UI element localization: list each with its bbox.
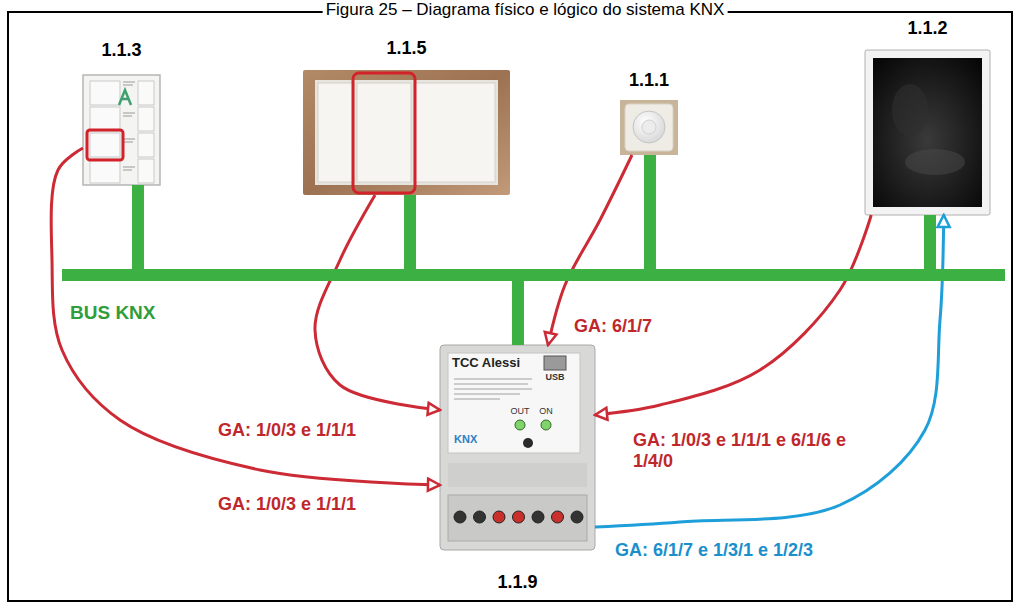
status-led: [515, 420, 525, 430]
text-slot: 1.1.9: [497, 572, 537, 593]
group-address-label: GA: 1/0/3 e 1/1/1 e 6/1/6 e 1/4/0: [630, 430, 866, 471]
device-marking: KNX: [454, 433, 477, 446]
terminal: [493, 511, 505, 523]
bus-drop: [404, 195, 416, 269]
actuator-body: [440, 345, 595, 550]
group-address-label: GA: 6/1/7: [571, 316, 655, 337]
text-slot: TCC Alessi: [452, 356, 520, 371]
bus-drop: [644, 155, 656, 269]
terminal: [552, 511, 564, 523]
text-slot: 1.1.3: [101, 40, 141, 61]
bus-drop: [512, 281, 524, 345]
text-slot: 1.1.5: [386, 38, 426, 59]
motion-sensor-device: 1.1.1: [620, 100, 678, 155]
keypad-button: [90, 133, 120, 157]
group-address-label: GA: 1/0/3 e 1/1/1: [215, 420, 359, 441]
text-slot: USB: [545, 372, 564, 382]
screen-reflection: [905, 149, 965, 175]
bus-drop: [132, 185, 144, 269]
terminal: [474, 511, 486, 523]
title-slot: Figura 25 – Diagrama físico e lógico do …: [323, 0, 728, 20]
device-marking: USB: [545, 372, 564, 382]
device-address: 1.1.3: [101, 40, 141, 61]
device-address: BUS KNX: [70, 302, 156, 324]
keypad-button: [138, 81, 154, 105]
screen-reflection: [892, 84, 928, 136]
keypad-picture: [83, 75, 160, 185]
switch-rocker: [414, 83, 495, 182]
program-button: [523, 438, 533, 448]
keypad-button: [90, 81, 120, 105]
group-address-label: GA: 1/0/3 e 1/1/1: [215, 494, 359, 515]
figure-frame: [8, 12, 1012, 601]
terminal: [454, 511, 466, 523]
device-marking: ON: [539, 406, 553, 416]
sensor-frame: [620, 100, 678, 155]
switch-rocker: [318, 83, 354, 182]
text-slot: 1.1.2: [907, 18, 947, 39]
label-slot: GA: 6/1/7: [571, 316, 655, 337]
switch-frame: [303, 70, 510, 195]
sensor-dome: [633, 111, 665, 143]
knx-bus: BUS KNX: [62, 269, 1005, 281]
actuator-picture: [440, 345, 595, 550]
keypad-button: [90, 107, 120, 131]
group-address-arrow: [595, 215, 871, 415]
panel-frame: [865, 50, 990, 215]
group-address-arrow: [315, 195, 440, 410]
switch-picture: [303, 70, 510, 195]
sensor-lens: [642, 120, 656, 134]
sticker-fine-print: [454, 379, 532, 399]
keypad-logo: [119, 90, 131, 105]
label-slot: GA: 1/0/3 e 1/1/1: [215, 420, 359, 441]
touch-panel-device: 1.1.2: [865, 50, 990, 215]
text-slot: 1.1.1: [629, 70, 669, 91]
terminal: [513, 511, 525, 523]
touch-panel-picture: [865, 50, 990, 215]
motion-sensor-picture: [620, 100, 678, 155]
text-slot: BUS KNX: [70, 302, 156, 324]
switch-rocker: [357, 83, 411, 182]
keypad-button: [138, 107, 154, 131]
terminal: [571, 511, 583, 523]
keypad-button: [90, 159, 120, 183]
keypad-device: 1.1.3: [83, 75, 160, 185]
actuator-sticker: [448, 353, 580, 453]
text-slot: OUT: [511, 406, 530, 416]
highlight-outline: [353, 73, 415, 193]
sensor-plate: [625, 104, 673, 151]
device-address: 1.1.2: [907, 18, 947, 39]
actuator-device: 1.1.9TCC AlessiUSBOUTONKNX: [440, 345, 595, 550]
label-slot: GA: 1/0/3 e 1/1/1: [215, 494, 359, 515]
status-led: [541, 420, 551, 430]
keypad-button: [138, 159, 154, 183]
highlight-outline: [87, 130, 123, 160]
switch-device: 1.1.5: [303, 70, 510, 195]
group-address-label: GA: 6/1/7 e 1/3/1 e 1/2/3: [612, 540, 816, 561]
keypad-plate: [83, 75, 160, 185]
terminal: [532, 511, 544, 523]
bus-drop: [924, 215, 936, 269]
group-address-arrow: [51, 148, 440, 485]
keypad-button: [138, 133, 154, 157]
actuator-vents: [448, 463, 587, 487]
device-marking: OUT: [511, 406, 530, 416]
switch-plate: [315, 80, 498, 185]
panel-screen: [873, 58, 982, 207]
label-slot: GA: 1/0/3 e 1/1/1 e 6/1/6 e 1/4/0: [630, 430, 866, 471]
device-address: 1.1.9: [497, 572, 537, 593]
usb-port: [544, 356, 566, 370]
terminal-strip: [448, 495, 587, 541]
label-slot: GA: 6/1/7 e 1/3/1 e 1/2/3: [612, 540, 816, 561]
text-slot: KNX: [454, 433, 477, 446]
figure-title: Figura 25 – Diagrama físico e lógico do …: [323, 0, 728, 20]
device-address: 1.1.5: [386, 38, 426, 59]
text-slot: ON: [539, 406, 553, 416]
device-address: 1.1.1: [629, 70, 669, 91]
device-marking: TCC Alessi: [452, 356, 520, 371]
keypad-fine-print: [123, 82, 135, 170]
